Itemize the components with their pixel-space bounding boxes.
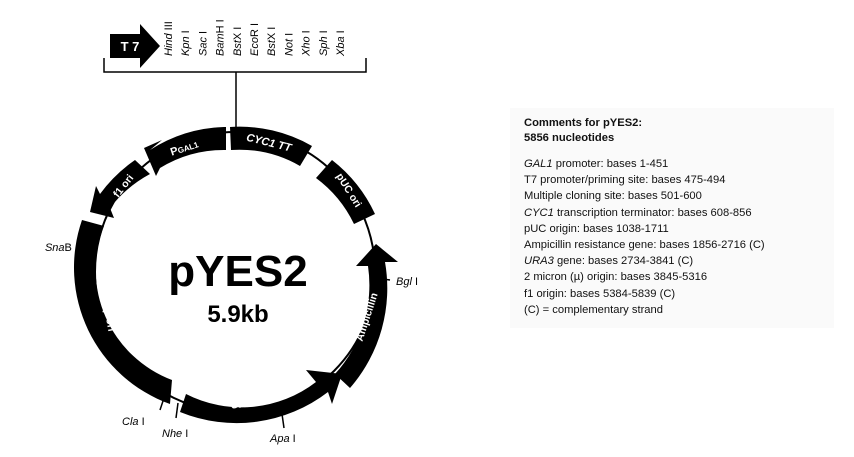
snab-site-italic: Sna (45, 242, 65, 254)
pgal1-arrow (144, 127, 226, 176)
comment-line: GAL1 promoter: bases 1-451 (524, 156, 824, 172)
cyc1-tt-block (230, 126, 312, 166)
comment-line-text: 2 micron (µ) origin: bases 3845-5316 (524, 271, 708, 284)
mcs-site-label: Sph I (318, 30, 330, 56)
comment-line: Multiple cloning site: bases 501-600 (524, 188, 824, 204)
bgl-site-rest: I (412, 276, 418, 288)
comment-line: pUC origin: bases 1038-1711 (524, 221, 824, 237)
plasmid-name: pYES2 (168, 247, 307, 296)
apa-tick (281, 413, 285, 429)
snab-site: SnaB I (45, 242, 78, 254)
comment-line-text: transcription terminator: bases 608-856 (553, 206, 752, 219)
mcs-site-italic: Bam (215, 33, 227, 56)
mcs-site-rest: I (197, 31, 209, 37)
comment-line-italic: GAL1 (524, 158, 553, 170)
mcs-site-italic: Eco (249, 37, 261, 56)
cla-tick (159, 397, 165, 411)
comment-line-italic: CYC1 (524, 206, 554, 219)
ura3-arrow (180, 370, 342, 424)
mcs-site-italic: Sph (318, 36, 330, 56)
comment-line-text: pUC origin: bases 1038-1711 (524, 222, 669, 235)
comment-line-text: Multiple cloning site: bases 501-600 (524, 190, 702, 203)
mcs-site-rest: X I (232, 27, 244, 40)
two-micron-ori-block (73, 220, 172, 404)
comment-line-text: promoter: bases 1-451 (552, 158, 669, 170)
mcs-site-italic: Bst (266, 39, 278, 56)
comment-line-italic: URA3 (524, 255, 554, 268)
mcs-site-label: Xho I (301, 30, 313, 57)
comment-line: URA3 gene: bases 2734-3841 (C) (524, 253, 824, 269)
mcs-site-label: Hind III (163, 21, 175, 56)
mcs-bracket (103, 58, 367, 73)
bgl-site-italic: Bgl (396, 276, 412, 288)
ura3-label: URA3 (230, 396, 261, 411)
snab-site-rest: B I (65, 242, 78, 254)
mcs-site-italic: Xho (301, 36, 313, 57)
snab-tick (83, 246, 97, 249)
comments-panel: Comments for pYES2: 5856 nucleotides GAL… (510, 108, 834, 329)
cla-site-rest: I (139, 416, 145, 428)
mcs-site-label: BamH I (215, 19, 227, 56)
comment-line-text: f1 origin: bases 5384-5839 (C) (524, 287, 676, 300)
comment-line-text: T7 promoter/priming site: bases 475-494 (524, 174, 726, 187)
comment-line: Ampicillin resistance gene: bases 1856-2… (524, 237, 824, 253)
comment-line-text: Ampicillin resistance gene: bases 1856-2… (524, 239, 765, 252)
plasmid-map: CYC1 TT pUC ori Ampicillin URA3 2µ ori f… (45, 19, 418, 445)
cla-site: Cla I (122, 416, 145, 428)
comments-title: Comments for pYES2: (524, 117, 643, 129)
apa-site-italic: Apa (269, 433, 290, 445)
nhe-site-rest: I (182, 428, 188, 440)
mcs-site-italic: Bst (232, 39, 244, 56)
mcs-site-label: BstX I (266, 27, 278, 56)
comments-subtitle: 5856 nucleotides (524, 132, 615, 144)
f1-ori-arrow (90, 160, 150, 218)
comment-line: T7 promoter/priming site: bases 475-494 (524, 172, 824, 188)
mcs-site-rest: R I (249, 23, 261, 37)
mcs-site-label: Xba I (335, 30, 347, 57)
t7-promoter-arrow (110, 24, 160, 68)
mcs-site-label: EcoR I (249, 23, 261, 56)
bgl-tick (375, 277, 391, 281)
mcs-site-rest: I (335, 30, 347, 36)
mcs-site-rest: I (301, 30, 313, 36)
plasmid-size: 5.9kb (207, 301, 268, 328)
cla-site-italic: Cla (122, 416, 139, 428)
mcs-site-italic: Sac (197, 37, 209, 56)
mcs-site-rest: III (163, 21, 175, 33)
mcs-site-label: Not I (283, 33, 295, 56)
nhe-site: Nhe I (162, 428, 188, 440)
mcs-site-rest: X I (266, 27, 278, 40)
mcs-site-label: BstX I (232, 27, 244, 56)
comment-line-text: gene: bases 2734-3841 (C) (553, 255, 694, 268)
mcs-site-italic: Hind (163, 32, 175, 56)
apa-site: Apa I (269, 433, 296, 445)
mcs-site-rest: I (283, 33, 295, 39)
comment-line: f1 origin: bases 5384-5839 (C) (524, 286, 824, 302)
apa-site-rest: I (290, 433, 296, 445)
pgal1-label-p: P (169, 145, 180, 159)
ampicillin-arrow (335, 244, 398, 388)
mcs-site-italic: Not (283, 38, 295, 56)
mcs-site-rest: H I (215, 19, 227, 33)
comment-line-text: (C) = complementary strand (524, 303, 663, 316)
mcs-site-italic: Kpn (180, 36, 192, 56)
mcs-site-rest: I (318, 30, 330, 36)
nhe-site-italic: Nhe (162, 428, 182, 440)
bgl-site: Bgl I (396, 276, 418, 288)
mcs-site-rest: I (180, 30, 192, 36)
mcs-site-italic: Xba (335, 36, 347, 57)
puc-ori-block (316, 160, 375, 224)
mcs-site-label: Sac I (197, 31, 209, 56)
comment-line: (C) = complementary strand (524, 302, 824, 318)
t7-label: T 7 (121, 39, 140, 54)
comment-line: CYC1 transcription terminator: bases 608… (524, 205, 824, 221)
two-micron-ori-label: 2µ ori (101, 303, 118, 333)
mcs-site-label: Kpn I (180, 30, 192, 56)
nhe-tick (175, 402, 179, 419)
comment-line: 2 micron (µ) origin: bases 3845-5316 (524, 269, 824, 285)
